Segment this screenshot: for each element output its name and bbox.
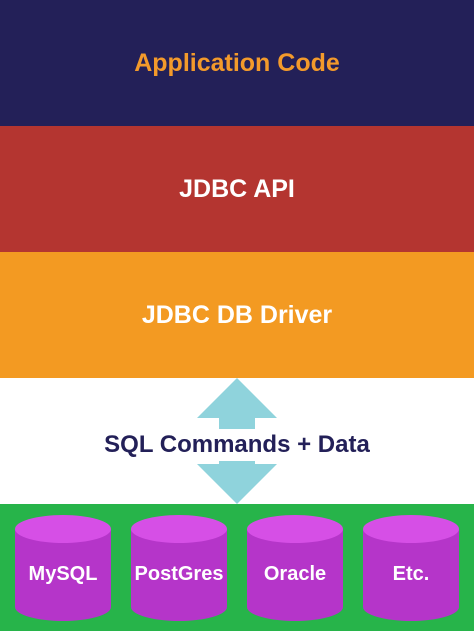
database-label: Etc. [392,563,430,585]
jdbc-driver-label: JDBC DB Driver [141,300,333,329]
database-icon [131,515,227,621]
database-label: PostGres [134,563,224,585]
database-cylinder-postgres: PostGres [131,515,227,621]
sql-transport-label: SQL Commands + Data [100,429,374,461]
database-cylinder-oracle: Oracle [247,515,343,621]
jdbc-driver-layer: JDBC DB Driver [0,252,474,378]
jdbc-api-layer: JDBC API [0,126,474,252]
database-cylinder-etc: Etc. [363,515,459,621]
database-icon [247,515,343,621]
application-code-label: Application Code [134,48,340,77]
database-icon [15,515,111,621]
jdbc-api-label: JDBC API [179,174,295,203]
database-label: Oracle [263,563,327,585]
application-code-layer: Application Code [0,0,474,126]
database-label: MySQL [28,563,98,585]
database-cylinder-mysql: MySQL [15,515,111,621]
database-icon [363,515,459,621]
